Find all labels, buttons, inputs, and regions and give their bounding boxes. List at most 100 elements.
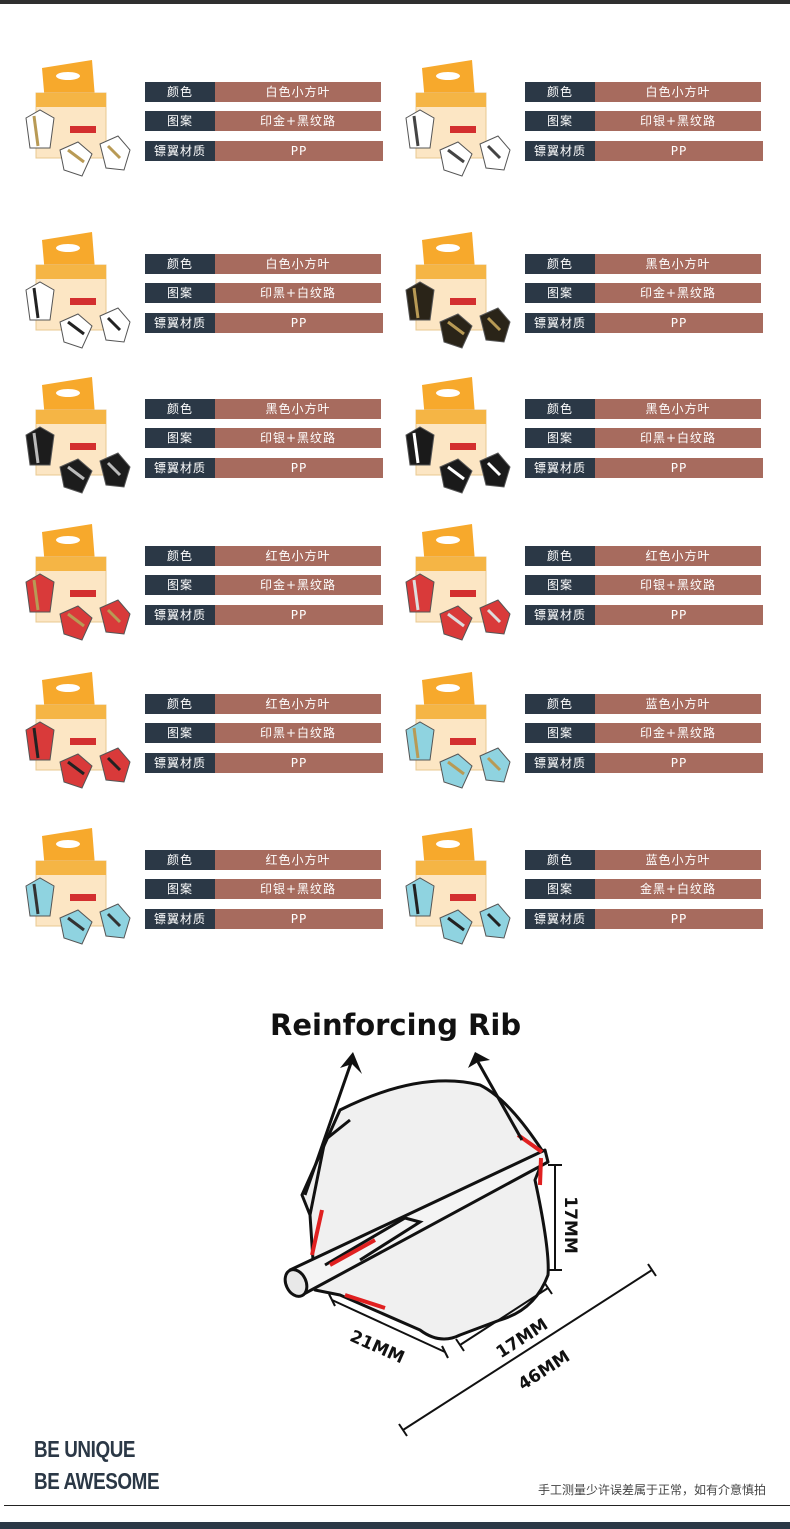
product-image [405,672,511,789]
product-card: 颜色 白色小方叶 图案 印金+黑纹路 镖翼材质 PP [20,58,400,198]
spec-row-color: 颜色 白色小方叶 [145,254,381,274]
spec-row-material: 镖翼材质 PP [525,141,763,161]
spec-value-pattern: 印银+黑纹路 [215,428,381,448]
spec-value-pattern: 金黑+白纹路 [595,879,761,899]
product-card: 颜色 蓝色小方叶 图案 印金+黑纹路 镖翼材质 PP [400,670,780,810]
product-card: 颜色 黑色小方叶 图案 印黑+白纹路 镖翼材质 PP [400,375,780,515]
spec-value-pattern: 印银+黑纹路 [215,879,381,899]
measurement-note: 手工测量少许误差属于正常，如有介意慎拍 [538,1483,767,1497]
slogan-line-2: BE AWESOME [34,1468,160,1494]
spec-row-pattern: 图案 印黑+白纹路 [525,428,761,448]
dim-height [548,1164,562,1271]
spec-label: 颜色 [525,399,595,419]
spec-value-material: PP [595,313,763,333]
spec-label: 图案 [145,283,215,303]
spec-row-material: 镖翼材质 PP [525,605,763,625]
spec-label: 颜色 [525,254,595,274]
product-image [405,60,511,177]
spec-label: 图案 [145,575,215,595]
spec-row-pattern: 图案 印银+黑纹路 [145,428,381,448]
product-image [25,524,131,641]
spec-label: 颜色 [145,546,215,566]
spec-value-pattern: 印银+黑纹路 [595,111,761,131]
spec-row-pattern: 图案 印黑+白纹路 [145,723,381,743]
spec-row-color: 颜色 黑色小方叶 [145,399,381,419]
product-image [25,377,131,494]
dim-base-label: 21MM [347,1327,408,1369]
spec-label: 图案 [525,575,595,595]
spec-label: 镖翼材质 [145,458,215,478]
dim-edge [455,1281,553,1352]
flight-diagram-svg: 17MM 21MM 17MM 46MM [283,1052,657,1437]
spec-label: 图案 [145,111,215,131]
spec-value-color: 红色小方叶 [595,546,761,566]
dim-length-label: 46MM [515,1347,574,1395]
spec-row-color: 颜色 红色小方叶 [145,850,381,870]
spec-value-material: PP [215,458,383,478]
spec-row-material: 镖翼材质 PP [525,909,763,929]
spec-label: 图案 [525,879,595,899]
spec-value-color: 白色小方叶 [595,82,761,102]
spec-label: 镖翼材质 [145,605,215,625]
product-image [405,524,511,641]
spec-value-material: PP [595,753,763,773]
spec-row-material: 镖翼材质 PP [145,753,383,773]
spec-value-color: 黑色小方叶 [595,254,761,274]
arrow-head [340,1052,362,1074]
spec-value-material: PP [215,313,383,333]
spec-value-color: 红色小方叶 [215,694,381,714]
spec-value-color: 红色小方叶 [215,546,381,566]
spec-value-pattern: 印金+黑纹路 [595,283,761,303]
flight-dimension-diagram: Reinforcing Rib [250,990,680,1440]
spec-row-pattern: 图案 印金+黑纹路 [145,111,381,131]
spec-row-color: 颜色 白色小方叶 [145,82,381,102]
spec-label: 图案 [145,723,215,743]
spec-value-material: PP [595,909,763,929]
dim-height-label: 17MM [560,1196,580,1254]
spec-row-pattern: 图案 印金+黑纹路 [525,283,761,303]
product-card: 颜色 红色小方叶 图案 印金+黑纹路 镖翼材质 PP [20,522,400,662]
spec-label: 图案 [525,111,595,131]
spec-value-color: 蓝色小方叶 [595,850,761,870]
spec-row-pattern: 图案 印银+黑纹路 [145,879,381,899]
spec-label: 颜色 [145,850,215,870]
product-image [25,232,131,349]
spec-label: 镖翼材质 [145,141,215,161]
spec-label: 镖翼材质 [525,141,595,161]
spec-row-pattern: 图案 印金+黑纹路 [525,723,761,743]
rib-mark [538,1157,543,1186]
spec-value-color: 黑色小方叶 [595,399,761,419]
spec-value-color: 白色小方叶 [215,254,381,274]
arrow-head [468,1052,490,1068]
product-card: 颜色 蓝色小方叶 图案 金黑+白纹路 镖翼材质 PP [400,826,780,966]
spec-value-material: PP [215,605,383,625]
product-image [25,828,131,945]
spec-row-color: 颜色 红色小方叶 [145,694,381,714]
spec-label: 颜色 [525,850,595,870]
spec-label: 颜色 [145,82,215,102]
spec-row-material: 镖翼材质 PP [145,141,383,161]
product-image [405,828,511,945]
spec-label: 颜色 [525,546,595,566]
spec-label: 颜色 [145,694,215,714]
spec-label: 镖翼材质 [525,909,595,929]
spec-value-material: PP [215,753,383,773]
dim-length [398,1263,657,1437]
spec-label: 颜色 [525,694,595,714]
spec-label: 镖翼材质 [525,753,595,773]
arrow-line [476,1061,524,1141]
spec-row-material: 镖翼材质 PP [145,313,383,333]
product-card: 颜色 红色小方叶 图案 印黑+白纹路 镖翼材质 PP [20,670,400,810]
spec-row-material: 镖翼材质 PP [525,313,763,333]
spec-value-pattern: 印黑+白纹路 [215,723,381,743]
spec-value-color: 蓝色小方叶 [595,694,761,714]
spec-label: 颜色 [145,399,215,419]
bottom-divider [4,1505,790,1506]
spec-value-material: PP [215,909,383,929]
spec-value-material: PP [595,458,763,478]
product-image [25,672,131,789]
product-image [405,232,511,349]
diagram-title: Reinforcing Rib [270,1008,522,1042]
rib-mark [329,1238,376,1267]
spec-label: 颜色 [525,82,595,102]
